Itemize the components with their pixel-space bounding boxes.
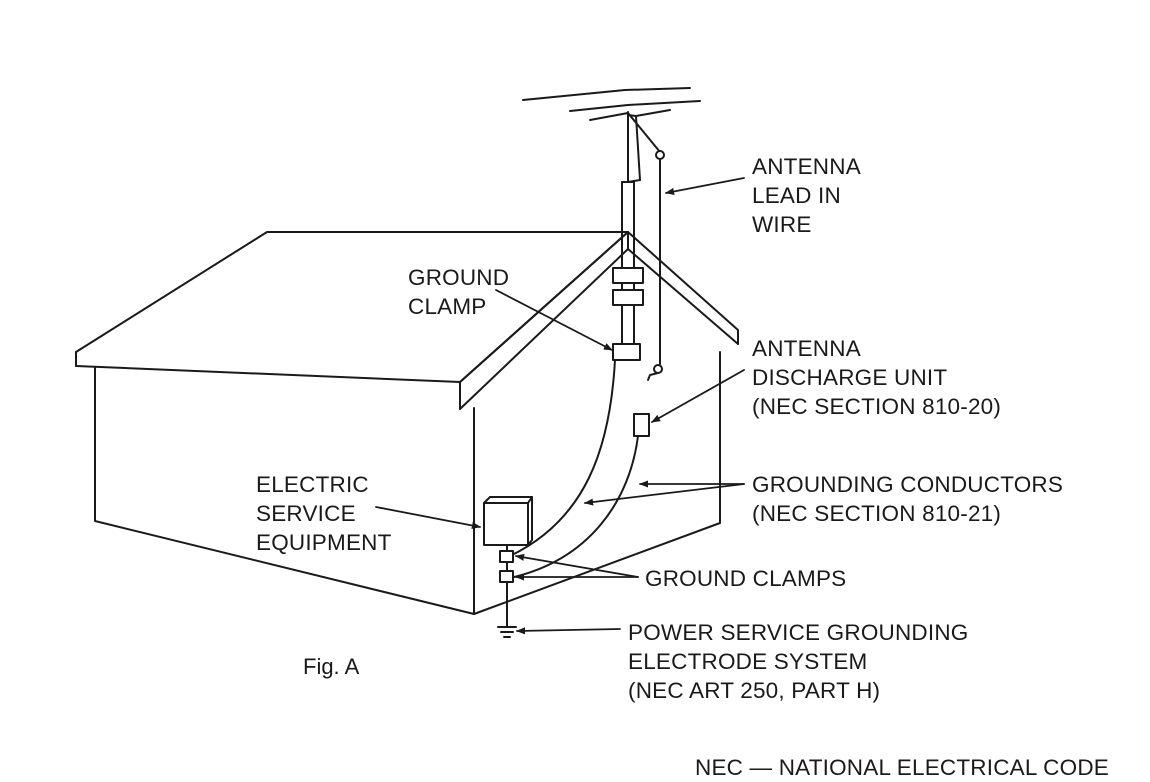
label-line: EQUIPMENT	[256, 530, 392, 555]
label-line: CLAMP	[408, 294, 487, 319]
antenna-discharge-label: ANTENNA DISCHARGE UNIT (NEC SECTION 810-…	[752, 334, 1001, 421]
label-line: ANTENNA	[752, 154, 861, 179]
leader-lines	[375, 177, 745, 635]
mast-ground-clamp	[612, 343, 641, 361]
ground-clamps-label: GROUND CLAMPS	[645, 564, 846, 593]
label-line: ANTENNA	[752, 336, 861, 361]
electric-service-equipment	[483, 496, 533, 638]
label-line: POWER SERVICE GROUNDING	[628, 620, 969, 645]
house-outline	[75, 231, 739, 615]
antenna-lead-in-label: ANTENNA LEAD IN WIRE	[752, 152, 861, 239]
label-line: DISCHARGE UNIT	[752, 365, 948, 390]
antenna-mast	[522, 87, 701, 361]
label-line: WIRE	[752, 212, 812, 237]
label-line: ELECTRODE SYSTEM	[628, 649, 868, 674]
electric-service-label: ELECTRIC SERVICE EQUIPMENT	[256, 470, 392, 557]
grounding-conductors	[509, 359, 639, 579]
label-line: ELECTRIC	[256, 472, 369, 497]
footnote: NEC — NATIONAL ELECTRICAL CODE	[695, 755, 1109, 780]
lead-in-wire	[647, 150, 665, 381]
power-service-label: POWER SERVICE GROUNDING ELECTRODE SYSTEM…	[628, 618, 968, 705]
label-line: (NEC SECTION 810-21)	[752, 501, 1002, 526]
grounding-conductors-label: GROUNDING CONDUCTORS (NEC SECTION 810-21…	[752, 470, 1063, 528]
label-line: LEAD IN	[752, 183, 841, 208]
label-line: GROUNDING CONDUCTORS	[752, 472, 1064, 497]
ground-clamp-label: GROUND CLAMP	[408, 263, 509, 321]
label-line: GROUND	[408, 265, 510, 290]
figure-caption: Fig. A	[303, 654, 360, 679]
label-line: (NEC ART 250, PART H)	[628, 678, 881, 703]
antenna-discharge-unit	[633, 413, 650, 437]
label-line: (NEC SECTION 810-20)	[752, 394, 1002, 419]
label-line: GROUND CLAMPS	[645, 566, 847, 591]
label-line: SERVICE	[256, 501, 356, 526]
